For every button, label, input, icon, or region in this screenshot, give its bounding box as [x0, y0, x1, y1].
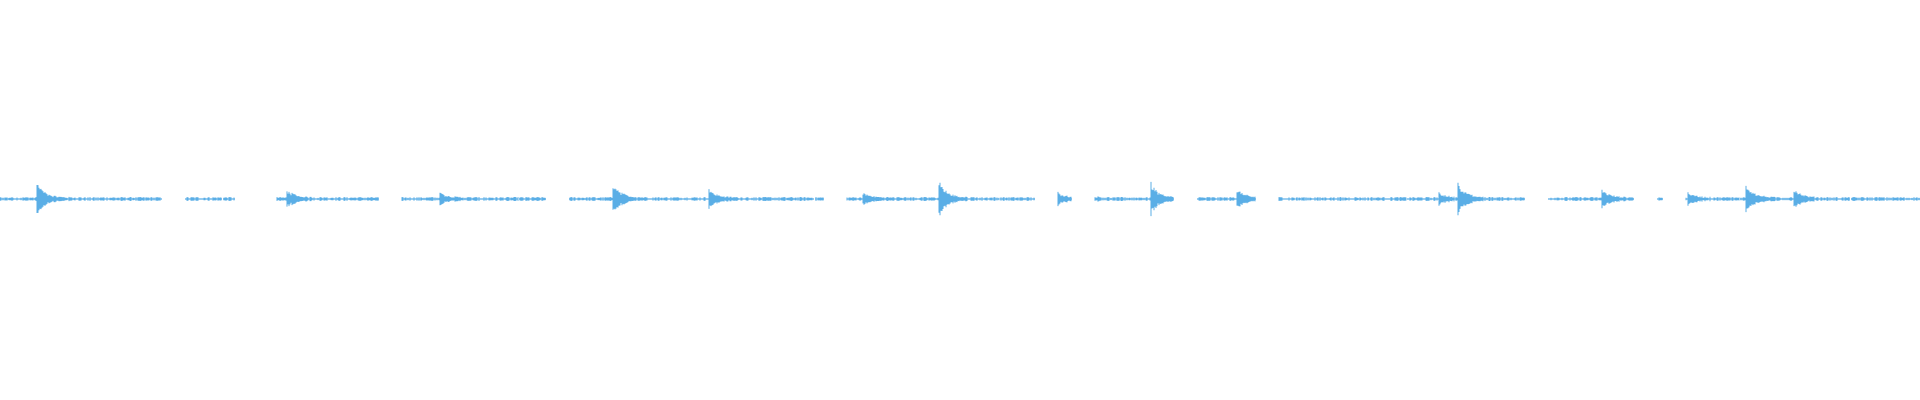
waveform-peaks	[0, 181, 1920, 217]
